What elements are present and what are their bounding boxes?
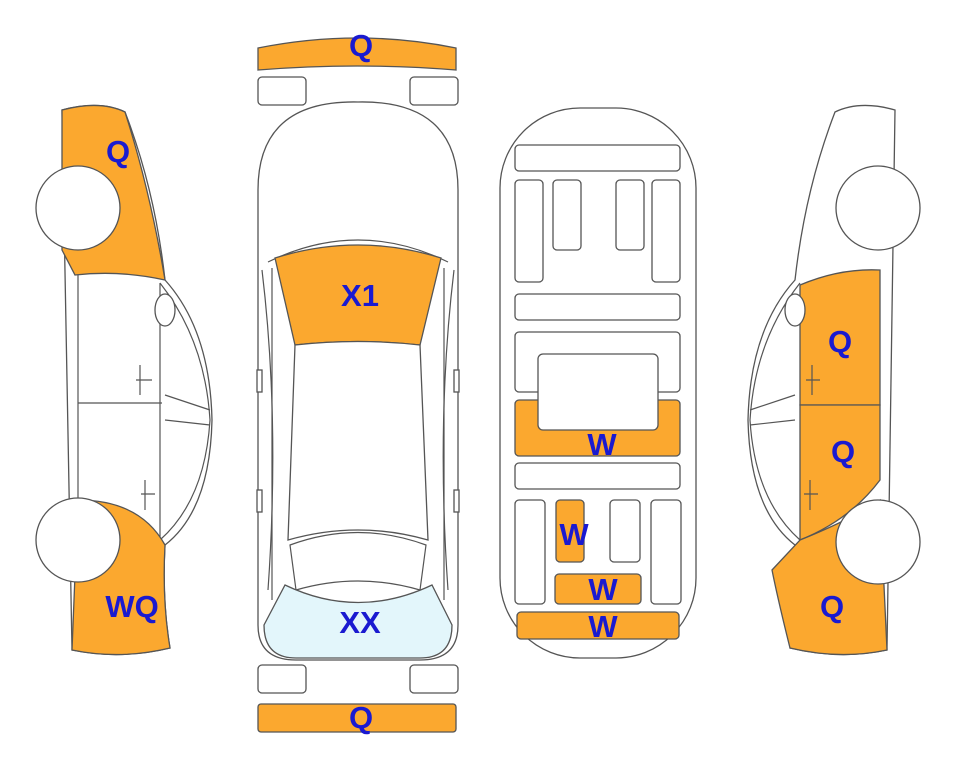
left-front-label: Q [106,134,130,169]
floor-rear-left-panel[interactable] [555,499,585,563]
car-left-side-view: Q WQ [35,104,213,656]
floor-middle-label: W [587,427,617,462]
rear-bumper-panel[interactable] [257,703,457,733]
right-rear-wheel [835,499,921,585]
car-right-side-view: Q Q Q [747,104,921,656]
floor-trunk-panel[interactable] [516,611,680,640]
rear-window-panel[interactable] [263,584,453,659]
floor-center-box [537,353,659,431]
floor-trunk-label: W [588,609,618,644]
rear-window-label: XX [339,605,381,640]
right-front-door-panel[interactable] [799,269,881,406]
right-front-wheel [835,165,921,251]
front-right-light [409,76,459,106]
car-underbody-view: W W W W [499,107,697,659]
roof-panel [287,340,429,541]
left-rear-wheel [35,497,121,583]
floor-rear-center-panel[interactable] [554,573,642,605]
rear-left-light [257,664,307,694]
right-rear-door-label: Q [831,434,855,469]
front-bumper-label: Q [349,28,373,63]
left-front-wheel [35,165,121,251]
right-front-door-label: Q [828,324,852,359]
floor-rear-center-label: W [588,572,618,607]
front-left-light [257,76,307,106]
rear-bumper-label: Q [349,700,373,735]
windshield-label: X1 [341,278,379,313]
rear-right-light [409,664,459,694]
front-bumper-panel[interactable] [257,37,457,71]
floor-rear-left-label: W [559,517,589,552]
right-rear-quarter-label: Q [820,589,844,624]
left-rear-label: WQ [105,589,158,624]
car-top-view: Q X1 XX Q [256,28,460,735]
